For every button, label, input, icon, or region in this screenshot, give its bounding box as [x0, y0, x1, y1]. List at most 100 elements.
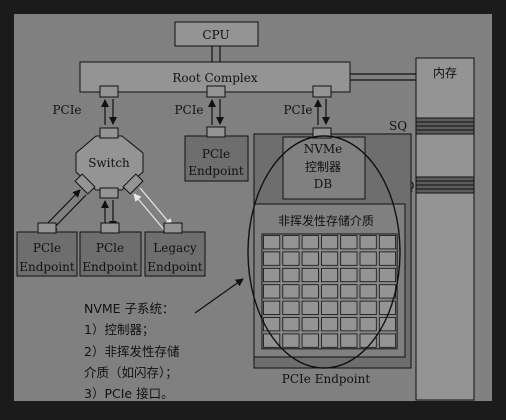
svg-text:控制器: 控制器 [305, 160, 341, 174]
note-item-2b: 介质（如闪存）； [84, 365, 178, 380]
link-rc-endpoint [208, 99, 224, 125]
switch-port-down [99, 187, 119, 199]
flash-cell [263, 317, 281, 332]
flash-cell [340, 267, 358, 283]
flash-cell [263, 267, 281, 283]
submission-queue [415, 117, 475, 135]
svg-text:Endpoint: Endpoint [82, 260, 138, 274]
switch-port-up [99, 127, 119, 139]
flash-cell [378, 251, 396, 266]
flash-cell [320, 251, 339, 266]
link-switch-legacy [133, 187, 173, 233]
switch-label: Switch [88, 156, 130, 170]
flash-cell [263, 284, 281, 299]
nvme-subsystem-ellipse [247, 135, 401, 369]
flash-cell [359, 300, 377, 315]
flash-cell [320, 284, 339, 299]
link-rc-switch [101, 99, 117, 125]
nvme-subsystem-note: NVME 子系统： 1）控制器； 2）非挥发性存储 介质（如闪存）； 3）PCI… [84, 301, 179, 401]
flash-cell [263, 251, 281, 266]
flash-cell [263, 333, 281, 348]
note-arrow [194, 278, 244, 314]
rc-port-left [99, 85, 119, 98]
flash-cell [301, 300, 319, 315]
flash-cell [378, 267, 396, 283]
pcie-label-nvme: PCIe [283, 103, 312, 117]
doorbell-label: DB [314, 177, 333, 191]
completion-queue [415, 176, 475, 194]
flash-cell [320, 333, 339, 348]
flash-cell [301, 284, 319, 299]
link-rc-nvme [314, 99, 330, 125]
flash-cell [320, 267, 339, 283]
cpu-label: CPU [202, 28, 229, 42]
flash-cell [320, 235, 339, 250]
svg-text:PCle: PCle [202, 147, 230, 161]
flash-cell [359, 235, 377, 250]
svg-text:Endpoint: Endpoint [147, 260, 203, 274]
flash-cell [378, 317, 396, 332]
pcie-endpoint-top: PCle Endpoint [184, 126, 249, 182]
nvme-controller-box [282, 136, 366, 200]
flash-cell [320, 317, 339, 332]
flash-cell [359, 267, 377, 283]
flash-cell [378, 235, 396, 250]
flash-cell [340, 284, 358, 299]
flash-cell [359, 251, 377, 266]
svg-text:PCle: PCle [96, 241, 124, 255]
flash-cell [378, 333, 396, 348]
flash-cell [282, 267, 300, 283]
switch-port-left [74, 173, 96, 195]
note-item-2a: 2）非挥发性存储 [84, 344, 179, 359]
pcie-endpoint-label: PCIe Endpoint [282, 372, 371, 386]
flash-cell [282, 284, 300, 299]
note-item-3: 3）PCIe 接口。 [84, 386, 174, 401]
note-title: NVME 子系统： [84, 301, 175, 316]
nvm-media-grid [261, 233, 398, 350]
switch-port-right [122, 173, 144, 195]
flash-cell [378, 300, 396, 315]
flash-cell [301, 317, 319, 332]
memory-column: 内存 [415, 57, 475, 401]
pcie-label-switch: PCIe [52, 103, 81, 117]
pcie-endpoint-left: PCle Endpoint [16, 222, 78, 277]
svg-text:Legacy: Legacy [153, 241, 197, 255]
switch-node: Switch [74, 127, 144, 199]
svg-text:Endpoint: Endpoint [19, 260, 75, 274]
nvm-media-label: 非挥发性存储介质 [278, 213, 374, 228]
flash-cell [378, 284, 396, 299]
flash-cell [301, 251, 319, 266]
rc-port-right [312, 85, 332, 98]
rc-port-mid [206, 85, 226, 98]
flash-cell [340, 333, 358, 348]
flash-cell [359, 317, 377, 332]
flash-cell [263, 300, 281, 315]
memory-bus-link [350, 73, 416, 81]
root-complex-label: Root Complex [172, 71, 258, 85]
flash-cell [282, 300, 300, 315]
cpu-box: CPU [174, 21, 259, 47]
flash-cell [301, 333, 319, 348]
flash-cell [359, 284, 377, 299]
flash-cell [340, 300, 358, 315]
svg-text:NVMe: NVMe [304, 142, 343, 156]
flash-cell [301, 267, 319, 283]
flash-cell [282, 251, 300, 266]
svg-text:Endpoint: Endpoint [188, 164, 244, 178]
flash-cell [301, 235, 319, 250]
sq-label: SQ [389, 119, 407, 133]
flash-cell [282, 333, 300, 348]
flash-cell [340, 317, 358, 332]
pcie-label-endpoint: PCIe [174, 103, 203, 117]
flash-cell [282, 317, 300, 332]
svg-text:PCle: PCle [33, 241, 61, 255]
flash-cell [282, 235, 300, 250]
pcie-endpoint-mid: PCle Endpoint [79, 222, 142, 277]
nvme-pcie-endpoint: NVMe 控制器 DB 非挥发性存储介质 [253, 127, 412, 369]
flash-cell [340, 235, 358, 250]
legacy-endpoint: Legacy Endpoint [144, 222, 206, 277]
flash-cell [340, 251, 358, 266]
cpu-root-link [211, 46, 221, 62]
